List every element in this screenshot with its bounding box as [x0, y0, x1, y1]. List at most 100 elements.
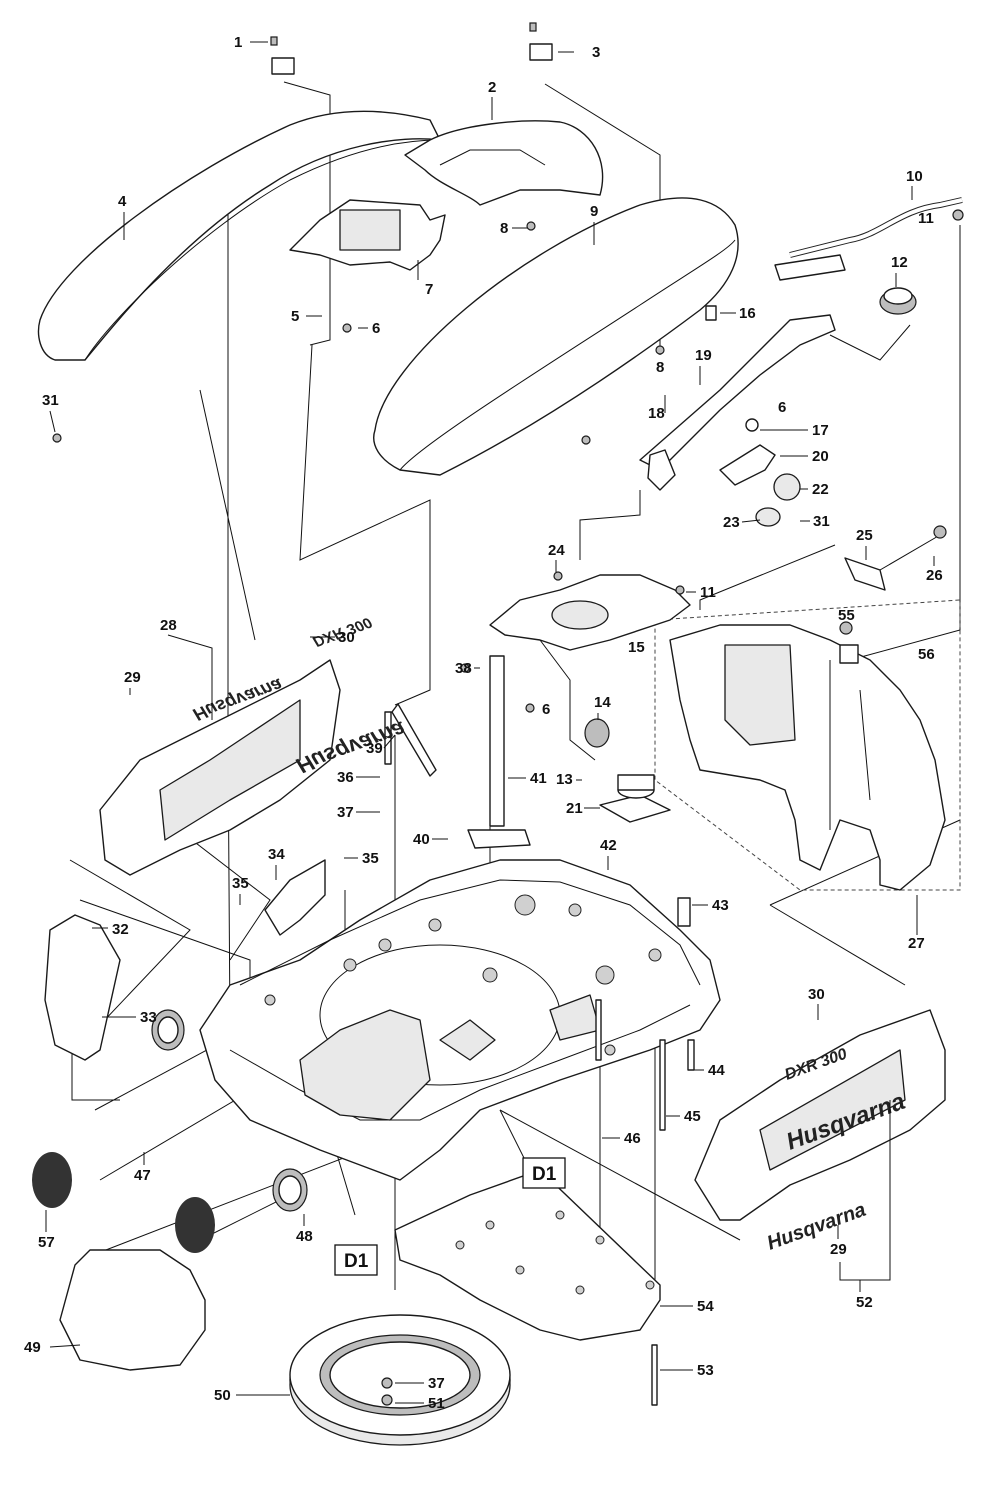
callout-52: 52: [856, 1294, 873, 1311]
callout-8-top: 8: [500, 220, 508, 237]
callout-20: 20: [812, 448, 829, 465]
lamp-part-47: [151, 1009, 185, 1051]
knob-part-12: [879, 287, 917, 315]
callout-12: 12: [891, 254, 908, 271]
bracket-parts-17-23: [719, 418, 801, 527]
callout-25: 25: [856, 527, 873, 544]
callout-42: 42: [600, 837, 617, 854]
cover-part-9: [373, 197, 739, 476]
callout-38: 38: [455, 660, 472, 677]
callout-5: 5: [291, 308, 299, 325]
callout-27: 27: [908, 935, 925, 952]
callout-49: 49: [24, 1339, 41, 1356]
tray-part-7: [289, 199, 446, 271]
callout-1: 1: [234, 34, 242, 51]
callout-31-right: 31: [813, 513, 830, 530]
cable-part-10: [789, 197, 963, 258]
cover-part-4: [37, 110, 441, 361]
detail-marker-right: D1: [532, 1164, 557, 1185]
callout-6-top: 6: [372, 320, 380, 337]
callout-55: 55: [838, 607, 855, 624]
housing-part-27: [669, 624, 946, 891]
callout-17: 17: [812, 422, 829, 439]
callout-51: 51: [428, 1395, 445, 1412]
callout-labels: 1 2 3 4 5 6 7 8 9 10 11 12 16 8 19 18 6 …: [24, 34, 943, 1412]
callout-36: 36: [337, 769, 354, 786]
callout-41: 41: [530, 770, 547, 787]
callout-18: 18: [648, 405, 665, 422]
side-cover-part-52: [694, 1009, 946, 1221]
callout-53: 53: [697, 1362, 714, 1379]
strut-part-39: [391, 703, 437, 777]
callout-54: 54: [697, 1298, 714, 1315]
callout-21: 21: [566, 800, 583, 817]
callout-11-mid: 11: [700, 584, 716, 601]
plate-part-54: [394, 1169, 661, 1341]
callout-30-right: 30: [808, 986, 825, 1003]
callout-10: 10: [906, 168, 923, 185]
callout-24: 24: [548, 542, 565, 559]
callout-39: 39: [366, 740, 383, 757]
cover-part-49: [59, 1249, 206, 1371]
callout-14: 14: [594, 694, 611, 711]
callout-16: 16: [739, 305, 756, 322]
bracket-part-25: [844, 525, 947, 591]
callout-37-bottom: 37: [428, 1375, 445, 1392]
callout-23: 23: [723, 514, 740, 531]
callout-22: 22: [812, 481, 829, 498]
flange-part-21: [599, 774, 671, 823]
detail-marker-box-left: [334, 1244, 378, 1276]
callout-11-top: 11: [918, 210, 934, 227]
callout-44: 44: [708, 1062, 725, 1079]
base-frame-part-42: [199, 859, 721, 1181]
callout-6-right: 6: [778, 399, 786, 416]
callout-34: 34: [268, 846, 285, 863]
post-part-41: [467, 655, 531, 849]
callout-50: 50: [214, 1387, 231, 1404]
callout-15: 15: [628, 639, 645, 656]
callout-48: 48: [296, 1228, 313, 1245]
callout-43: 43: [712, 897, 729, 914]
detail-marker-box-right: [522, 1157, 566, 1189]
callout-45: 45: [684, 1108, 701, 1125]
callout-32: 32: [112, 921, 129, 938]
callout-9: 9: [590, 203, 598, 220]
callout-31-left: 31: [42, 392, 59, 409]
callout-7: 7: [425, 281, 433, 298]
callout-33: 33: [140, 1009, 157, 1026]
callout-57: 57: [38, 1234, 55, 1251]
callout-8-right: 8: [656, 359, 664, 376]
grille-part-57: [32, 1152, 215, 1253]
side-cover-part-28: [99, 659, 341, 876]
callout-28: 28: [160, 617, 177, 634]
callout-4: 4: [118, 193, 127, 210]
callout-2: 2: [488, 79, 496, 96]
callout-37-mid: 37: [337, 804, 354, 821]
callout-13: 13: [556, 771, 573, 788]
callout-35-top: 35: [362, 850, 379, 867]
lamp-part-48: [272, 1168, 308, 1212]
plate-part-15: [489, 574, 691, 651]
arm-part-19: [639, 254, 846, 491]
bearing-part-14: [584, 718, 610, 748]
bracket-part-33: [44, 914, 121, 1061]
ring-part-50: [289, 1314, 511, 1446]
callout-29-left: 29: [124, 669, 141, 686]
callout-leaders: [45, 41, 935, 1404]
callout-3: 3: [592, 44, 600, 61]
callout-47: 47: [134, 1167, 151, 1184]
callout-40: 40: [413, 831, 430, 848]
detail-marker-left: D1: [344, 1251, 369, 1272]
fasteners: [52, 22, 964, 1406]
callout-6-mid: 6: [542, 701, 550, 718]
callout-30-left: 30: [338, 629, 355, 646]
callout-35-left: 35: [232, 875, 249, 892]
bracket-part-34: [264, 859, 326, 936]
callout-19: 19: [695, 347, 712, 364]
brand-decal-right-small: Husqvarna: [764, 1199, 869, 1255]
cover-part-2: [404, 120, 604, 206]
callout-56: 56: [918, 646, 935, 663]
callout-29-right: 29: [830, 1241, 847, 1258]
callout-26: 26: [926, 567, 943, 584]
